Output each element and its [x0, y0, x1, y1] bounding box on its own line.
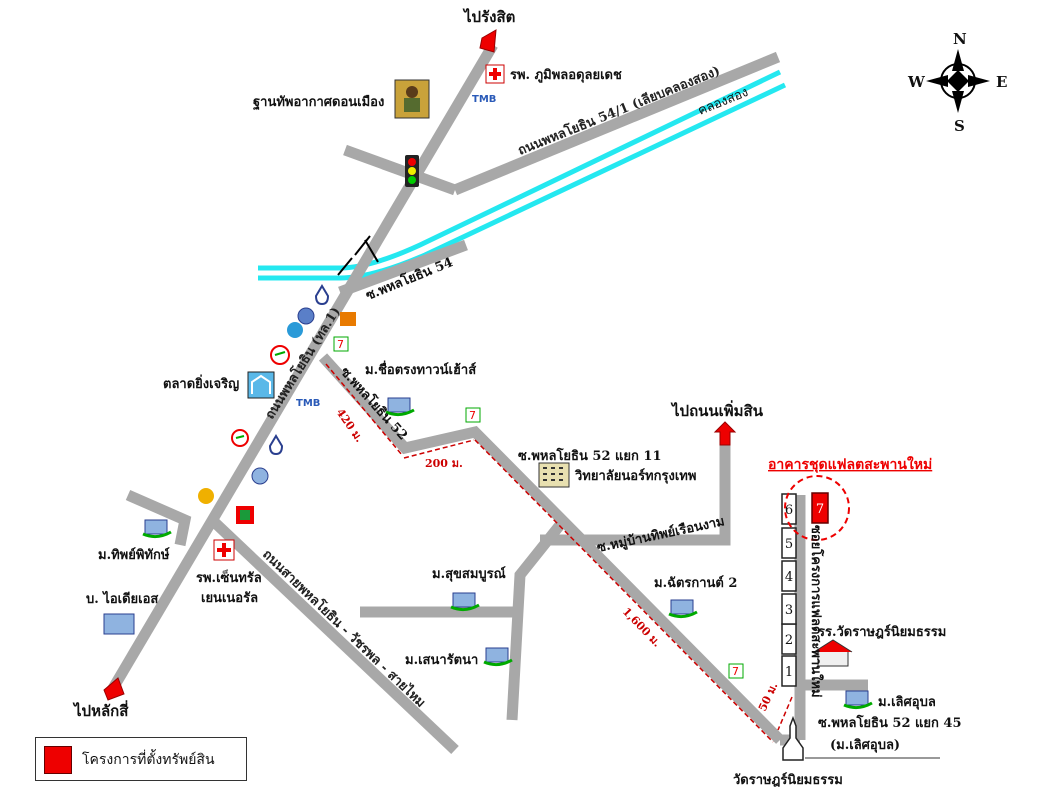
- distance-50: 50 ม.: [756, 680, 781, 713]
- traffic-light-icon: [405, 155, 419, 187]
- svg-text:7: 7: [732, 665, 739, 678]
- housing-icon: [142, 397, 873, 710]
- company-icon: [103, 613, 135, 635]
- compass-w: W: [907, 73, 926, 91]
- distance-200: 200 ม.: [425, 457, 463, 470]
- label-to-rangsit: ไปรังสิต: [462, 7, 515, 26]
- label-lertubon: ม.เลิศอุบล: [878, 695, 936, 710]
- building-list: 1 2 3 4 5 6 7: [781, 492, 829, 687]
- label-chue-trong: ม.ชื่อตรงทาวน์เฮ้าส์: [365, 360, 476, 378]
- kbank-icon: [231, 345, 290, 447]
- road-top-left: [343, 144, 457, 196]
- building-label: 6: [785, 503, 793, 518]
- label-central-hosp: รพ.เซ็นทรัล: [196, 568, 262, 586]
- compass-s: S: [954, 117, 965, 135]
- label-soi-project: ซอยโครงการแฟลตสะพานใหม่: [808, 525, 825, 698]
- orange-sign-icon: [340, 312, 356, 326]
- compass-icon: [926, 49, 990, 113]
- distance-420: 420 ม.: [334, 406, 366, 444]
- compass-e: E: [996, 73, 1007, 91]
- svg-text:7: 7: [337, 338, 344, 351]
- road-phahonyothin: [107, 42, 498, 693]
- project-highlight-circle: [784, 475, 850, 541]
- label-temple: วัดราษฎร์นิยมธรรม: [733, 772, 843, 788]
- road-thipphithak: [125, 489, 192, 547]
- krungthai-icon: [287, 307, 315, 338]
- label-watcharapol: ถนนสายพหลโยธิน - วัชรพล - สายไหม: [259, 546, 429, 711]
- label-ideas: บ. ไอเดียเอส: [86, 590, 158, 607]
- road-watcharapol: [206, 514, 459, 754]
- market-icon: [247, 371, 275, 399]
- label-market: ตลาดยิ่งเจริญ: [163, 374, 239, 392]
- legend-swatch: [44, 746, 72, 774]
- label-senarat: ม.เสนารัตนา: [405, 653, 478, 668]
- building-3: [781, 593, 797, 625]
- building-label: 2: [785, 633, 793, 648]
- road-soi54: [338, 239, 468, 298]
- building-label: 5: [785, 537, 793, 552]
- label-to-laksi: ไปหลักสี่: [72, 700, 129, 720]
- bank-gold-icon: [198, 488, 214, 504]
- school-icon: [813, 639, 853, 667]
- hospital-central-icon: [213, 539, 235, 561]
- hospital-icon: [485, 64, 505, 84]
- label-soi52-45-sub: (ม.เลิศอุบล): [830, 738, 900, 753]
- route-dashed: [325, 363, 793, 743]
- building-label: 4: [785, 570, 793, 585]
- tmb-logo: TMB: [472, 94, 496, 105]
- label-college: วิทยาลัยนอร์ทกรุงเทพ: [574, 468, 696, 484]
- arrow-to-phermsin-icon: [713, 421, 737, 446]
- building-7: [811, 492, 829, 524]
- building-label: 3: [785, 603, 793, 618]
- tmb-logo: TMB: [296, 398, 320, 409]
- building-label: 7: [816, 502, 824, 517]
- label-chatkan: ม.ฉัตรกานต์ 2: [654, 575, 737, 591]
- label-airbase: ฐานทัพอากาศดอนเมือง: [253, 94, 384, 111]
- legend: โครงการที่ตั้งทรัพย์สิน: [35, 737, 247, 781]
- label-soi52-45: ซ.พหลโยธิน 52 แยก 45: [818, 714, 962, 731]
- project-title: อาคารชุดแฟลตสะพานใหม่: [768, 455, 932, 473]
- road-network: [107, 42, 868, 754]
- temple-icon: [782, 715, 804, 761]
- legend-label: โครงการที่ตั้งทรัพย์สิน: [82, 752, 215, 768]
- compass-n: N: [953, 30, 967, 48]
- store-green-icon: [236, 506, 254, 524]
- svg-text:7: 7: [469, 409, 476, 422]
- label-central-hosp2: เยนเนอรัล: [201, 591, 258, 606]
- airbase-icon: [394, 79, 430, 119]
- label-sukhsomboon: ม.สุขสมบูรณ์: [432, 566, 506, 582]
- college-icon: [538, 462, 570, 488]
- building-4: [781, 560, 797, 592]
- bank-icon: [268, 284, 330, 456]
- bridge-icon: [337, 235, 379, 276]
- seven-eleven-icon: 7 7 7: [333, 336, 744, 679]
- building-1: [781, 655, 797, 687]
- building-5: [781, 527, 797, 559]
- road-mid-down: [506, 521, 565, 721]
- label-school: รร.วัดราษฎร์นิยมธรรม: [818, 624, 946, 640]
- arrow-to-rangsit-icon: [479, 29, 497, 53]
- road-54-1: [452, 51, 781, 196]
- label-to-phermsin: ไปถนนเพิ่มสิน: [670, 400, 764, 420]
- road-village: [540, 445, 731, 546]
- label-soi52-11: ซ.พหลโยธิน 52 แยก 11: [518, 447, 662, 464]
- building-label: 1: [785, 665, 793, 680]
- bank-small-icon: [251, 467, 269, 485]
- arrow-to-laksi-icon: [103, 677, 125, 701]
- label-thipphithak: ม.ทิพย์พิทักษ์: [98, 547, 170, 563]
- label-bhumibol: รพ. ภูมิพลอดุลยเดช: [510, 68, 622, 83]
- road-soi52: [318, 353, 784, 744]
